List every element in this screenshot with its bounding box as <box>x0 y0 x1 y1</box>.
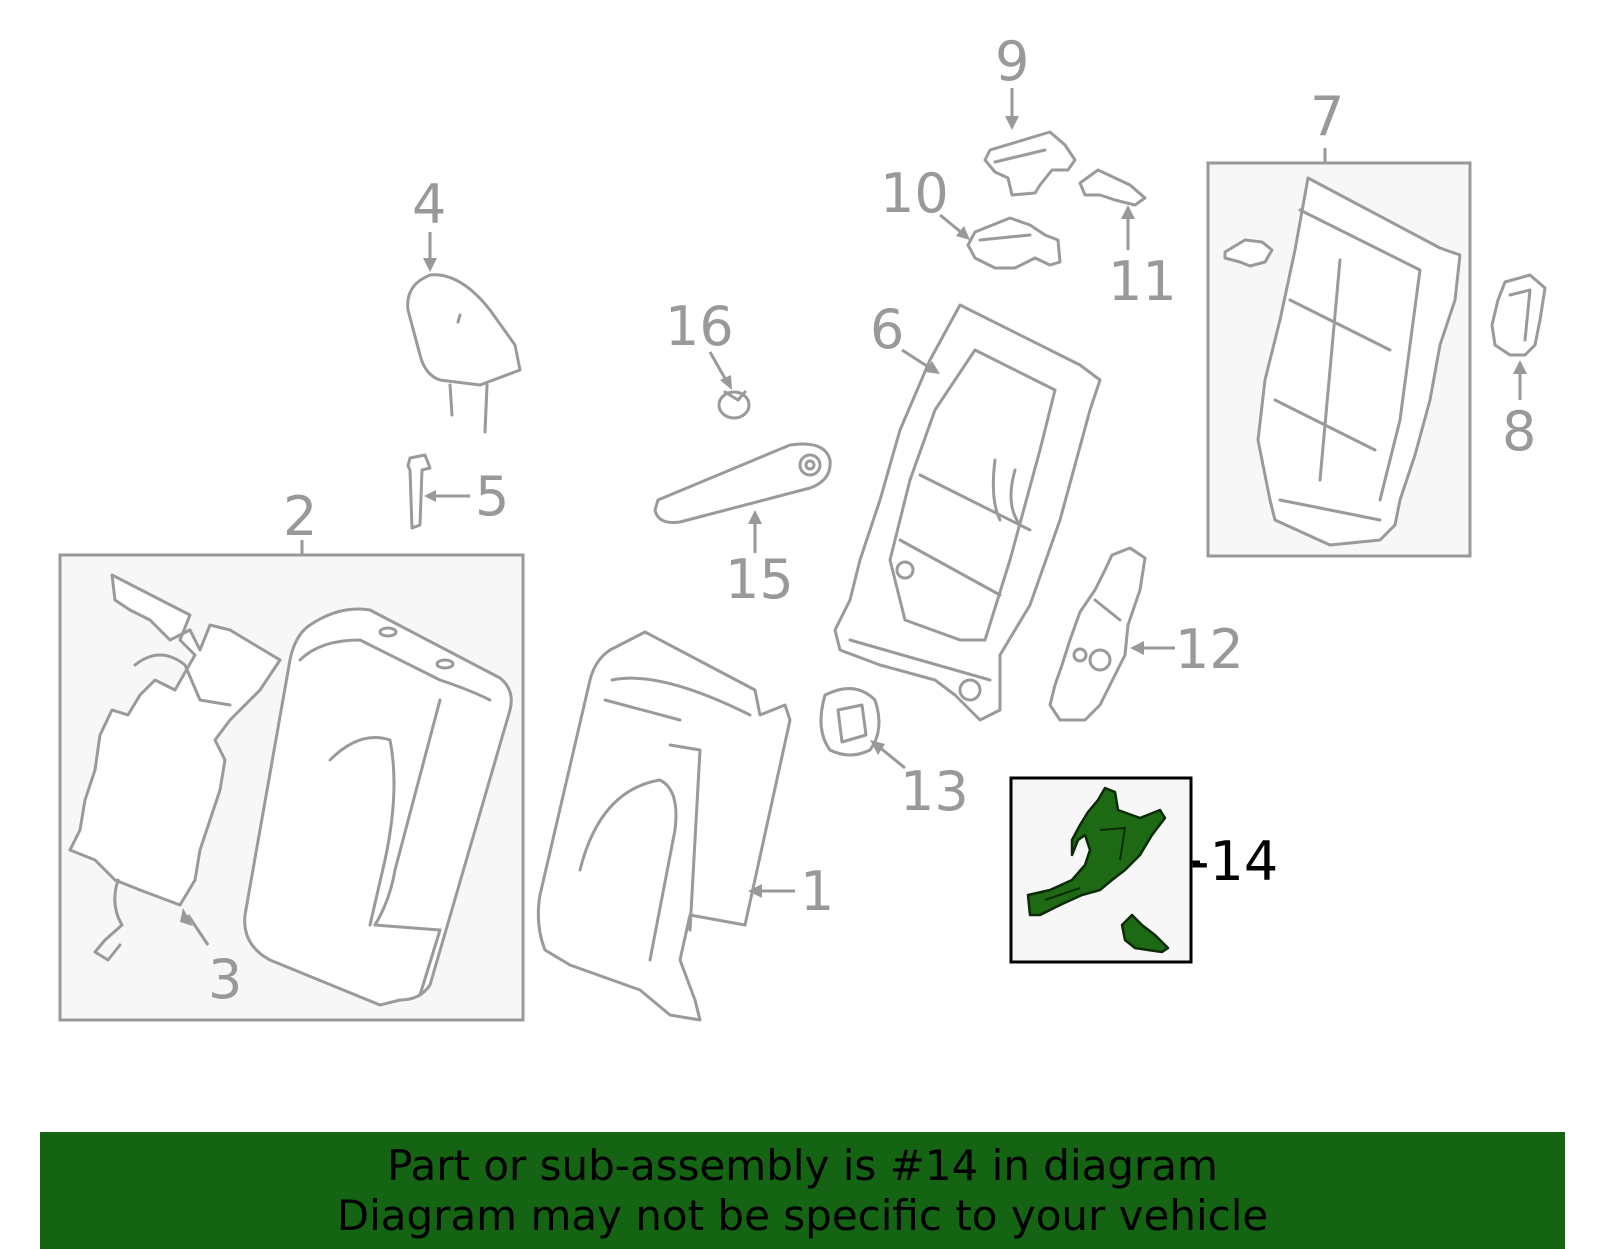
part-11-cover <box>1078 168 1147 207</box>
info-banner: Part or sub-assembly is #14 in diagram D… <box>40 1132 1565 1249</box>
callout-5: 5 <box>475 465 509 528</box>
part-10-bezel <box>966 216 1062 270</box>
part-4-headrest <box>406 273 522 434</box>
callout-6: 6 <box>870 298 904 361</box>
callout-9: 9 <box>995 30 1029 93</box>
callout-7: 7 <box>1310 85 1344 148</box>
part-9-cap <box>983 130 1077 197</box>
callout-8: 8 <box>1502 400 1536 463</box>
part-14-clip[interactable] <box>1120 913 1170 954</box>
part-1-cover <box>536 630 792 1022</box>
part-15-armrest <box>653 442 832 524</box>
part-7-back-panel <box>1256 176 1462 547</box>
callout-4: 4 <box>412 173 446 236</box>
callout-15: 15 <box>725 548 794 611</box>
part-5-guide <box>406 453 432 530</box>
callout-3: 3 <box>208 948 242 1011</box>
callout-11: 11 <box>1108 250 1177 313</box>
callout-14: -14 <box>1190 830 1278 893</box>
callout-12: 12 <box>1175 618 1244 681</box>
part-14-bracket[interactable] <box>1026 786 1167 917</box>
callout-13: 13 <box>900 760 969 823</box>
part-8-handle <box>1490 273 1547 357</box>
callout-1: 1 <box>800 860 834 923</box>
part-2-cushion <box>243 607 513 1007</box>
callout-16: 16 <box>665 295 734 358</box>
part-13-latch <box>819 687 881 757</box>
callout-2: 2 <box>283 485 317 548</box>
part-12-hinge <box>1048 546 1147 722</box>
part-6-frame <box>833 303 1102 722</box>
banner-line-2: Diagram may not be specific to your vehi… <box>336 1190 1269 1240</box>
banner-line-1: Part or sub-assembly is #14 in diagram <box>387 1140 1218 1190</box>
part-16-clip <box>717 390 751 420</box>
part-3-pad <box>68 573 282 962</box>
callout-10: 10 <box>880 162 949 225</box>
part-7-clip <box>1223 238 1274 268</box>
